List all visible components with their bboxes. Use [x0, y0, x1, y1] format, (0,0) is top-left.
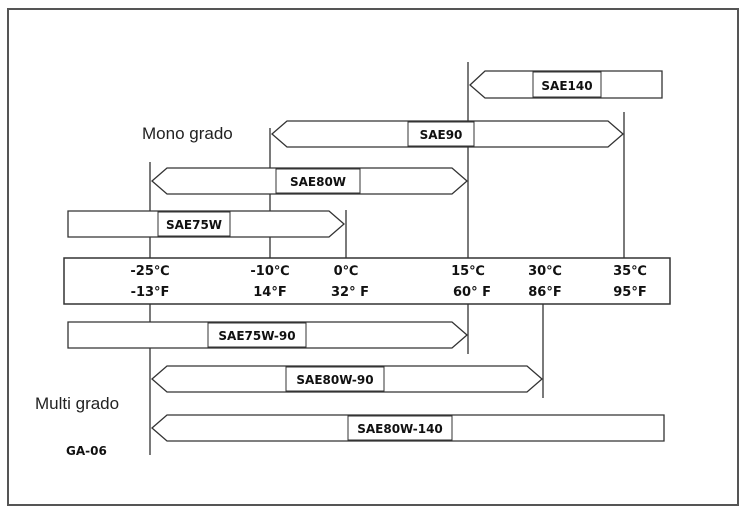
- temp-f-14: 14°F: [253, 285, 286, 300]
- bar-sae75w: SAE75W: [67, 210, 345, 238]
- temperature-scale: -25℃ -13°F -10℃ 14°F 0℃ 32° F 15℃ 60° F …: [130, 264, 647, 300]
- bar-label-sae80w-90: SAE80W-90: [296, 373, 373, 387]
- temp-c-35: 35℃: [613, 264, 647, 279]
- temp-c-0: 0℃: [334, 264, 359, 279]
- mono-grade-label: Mono grado: [142, 124, 233, 143]
- bar-label-sae90: SAE90: [420, 128, 463, 142]
- bar-label-sae75w-90: SAE75W-90: [218, 329, 295, 343]
- temp-f-minus13: -13°F: [131, 285, 170, 300]
- temp-f-32: 32° F: [331, 285, 369, 300]
- bar-label-sae75w: SAE75W: [166, 218, 222, 232]
- bar-label-sae140: SAE140: [541, 79, 592, 93]
- bar-sae140: SAE140: [469, 70, 663, 99]
- temp-c-minus10: -10℃: [250, 264, 289, 279]
- bar-sae75w-90: SAE75W-90: [67, 321, 468, 349]
- bar-sae80w-140: SAE80W-140: [151, 414, 665, 442]
- bar-sae90: SAE90: [271, 120, 624, 148]
- temp-c-30: 30℃: [528, 264, 562, 279]
- bar-label-sae80w: SAE80W: [290, 175, 346, 189]
- outer-frame: [7, 8, 739, 506]
- temp-f-60: 60° F: [453, 285, 491, 300]
- temp-c-minus25: -25℃: [130, 264, 169, 279]
- temp-f-86: 86°F: [528, 285, 561, 300]
- temp-f-95: 95°F: [613, 285, 646, 300]
- temperature-scale-box: [63, 257, 671, 305]
- temp-c-15: 15℃: [451, 264, 485, 279]
- bar-sae80w-90: SAE80W-90: [151, 365, 543, 393]
- bar-sae80w: SAE80W: [151, 167, 468, 195]
- multi-grade-label: Multi grado: [35, 394, 119, 413]
- figure-code: GA-06: [66, 444, 107, 458]
- bar-label-sae80w-140: SAE80W-140: [357, 422, 443, 436]
